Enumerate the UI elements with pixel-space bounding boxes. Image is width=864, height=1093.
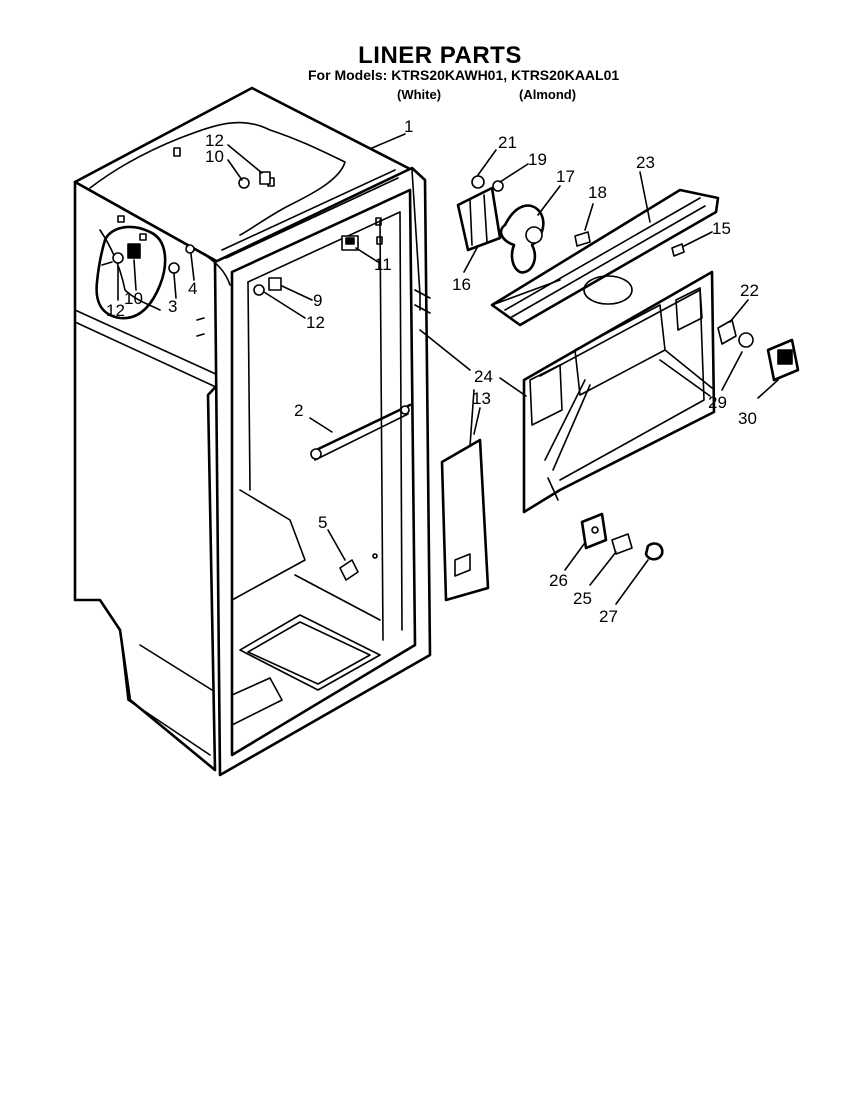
callout-26: 26 (549, 571, 568, 590)
callout-2: 2 (294, 401, 303, 420)
control-panel-housing (522, 270, 716, 514)
models-line: For Models: KTRS20KAWH01, KTRS20KAAL01 (308, 67, 620, 83)
callout-29: 29 (708, 393, 727, 412)
callout-12-left: 12 (106, 301, 125, 320)
callout-3: 3 (168, 297, 177, 316)
light-socket-parts (717, 319, 800, 382)
callout-25: 25 (573, 589, 592, 608)
callout-19: 19 (528, 150, 547, 169)
callout-9: 9 (313, 291, 322, 310)
leader-lines (117, 133, 779, 605)
callout-13: 13 (472, 389, 491, 408)
callout-12-top: 12 (205, 131, 224, 150)
fan-motor-assembly (456, 175, 591, 274)
screws-and-clips (101, 171, 412, 581)
callout-27: 27 (599, 607, 618, 626)
callout-4: 4 (188, 279, 197, 298)
liner-cabinet (73, 86, 432, 777)
page-title: LINER PARTS (358, 42, 522, 69)
callout-15: 15 (712, 219, 731, 238)
switch-parts (580, 512, 664, 561)
callout-18: 18 (588, 183, 607, 202)
callout-17: 17 (556, 167, 575, 186)
air-duct (419, 329, 490, 602)
callout-10-top: 10 (205, 147, 224, 166)
callout-30: 30 (738, 409, 757, 428)
callout-12-mid: 12 (306, 313, 325, 332)
callout-1: 1 (404, 117, 413, 136)
callout-11: 11 (374, 255, 392, 274)
callout-numbers: 1 12 10 12 10 3 4 11 9 12 2 5 13 21 19 1… (106, 117, 759, 626)
evaporator-cover (490, 188, 720, 327)
callout-16: 16 (452, 275, 471, 294)
callout-22: 22 (740, 281, 759, 300)
callout-21: 21 (498, 133, 517, 152)
variant-almond: (Almond) (519, 87, 577, 102)
callout-5: 5 (318, 513, 327, 532)
callout-23: 23 (636, 153, 655, 172)
variant-white: (White) (397, 87, 442, 102)
callout-24: 24 (474, 367, 493, 386)
callout-10-left: 10 (124, 289, 143, 308)
